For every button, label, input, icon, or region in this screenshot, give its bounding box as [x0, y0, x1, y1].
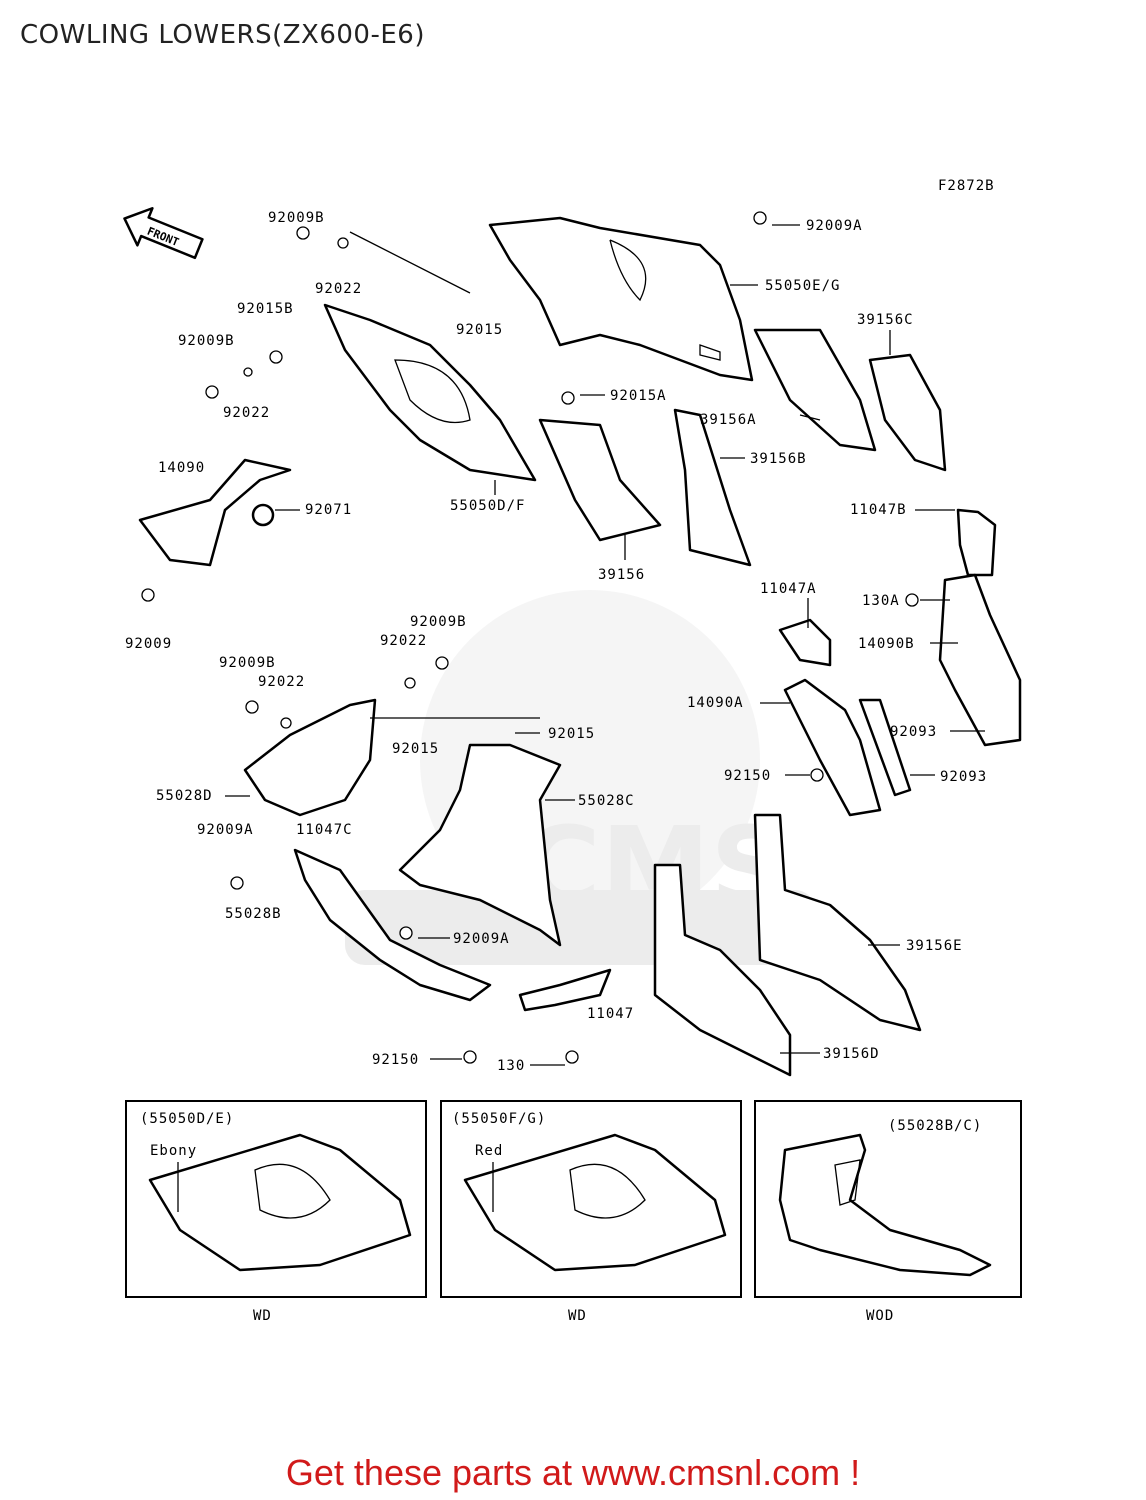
label-92150-2: 92150	[372, 1052, 419, 1068]
label-39156B: 39156B	[750, 451, 807, 467]
label-130A: 130A	[862, 593, 900, 609]
variant-code-3: (55028B/C)	[888, 1118, 982, 1134]
label-11047: 11047	[587, 1006, 634, 1022]
pad-39156e	[753, 813, 922, 1032]
variant-code-1: (55050D/E)	[140, 1111, 234, 1127]
label-55050DF: 55050D/F	[450, 498, 525, 514]
variant-box-2: (55050F/G) Red WD	[440, 1100, 742, 1324]
label-92022-2: 92022	[223, 405, 270, 421]
label-92009A-2: 92009A	[197, 822, 254, 838]
label-55028B: 55028B	[225, 906, 282, 922]
label-92009A-1: 92009A	[806, 218, 863, 234]
label-55028C: 55028C	[578, 793, 635, 809]
label-92009B-1: 92009B	[268, 210, 325, 226]
label-92009B-4: 92009B	[219, 655, 276, 671]
variant-market-2: WD	[568, 1308, 587, 1324]
strip-92093a	[858, 698, 912, 797]
label-130: 130	[497, 1058, 525, 1074]
variant-market-1: WD	[253, 1308, 272, 1324]
label-55028D: 55028D	[156, 788, 213, 804]
label-39156D: 39156D	[823, 1046, 880, 1062]
cowl-duct-55028d	[243, 698, 377, 817]
label-92015-1: 92015	[456, 322, 503, 338]
bracket-11047a	[778, 618, 832, 667]
cta-banner[interactable]: Get these parts at www.cmsnl.com !	[285, 1452, 861, 1493]
bracket-11047b	[956, 508, 997, 577]
bracket-14090	[138, 458, 292, 567]
label-39156A: 39156A	[700, 412, 757, 428]
cowl-inner-panel-55050eg	[488, 216, 754, 382]
label-39156: 39156	[598, 567, 645, 583]
cowl-side-55028c	[398, 743, 562, 947]
label-92015-3: 92015	[392, 741, 439, 757]
label-14090B: 14090B	[858, 636, 915, 652]
label-92022-4: 92022	[258, 674, 305, 690]
label-11047B: 11047B	[850, 502, 907, 518]
label-11047C: 11047C	[296, 822, 353, 838]
label-92022-1: 92022	[315, 281, 362, 297]
label-11047A: 11047A	[760, 581, 817, 597]
label-92071: 92071	[305, 502, 352, 518]
cowl-belly-55028b	[293, 848, 492, 1002]
pad-39156	[538, 418, 662, 542]
label-14090A: 14090A	[687, 695, 744, 711]
label-92009B-3: 92009B	[410, 614, 467, 630]
label-92150-1: 92150	[724, 768, 771, 784]
bracket-14090a	[783, 678, 882, 817]
variant-color-2: Red	[475, 1143, 503, 1159]
bracket-14090b	[938, 573, 1022, 747]
label-39156C: 39156C	[857, 312, 914, 328]
label-39156E: 39156E	[906, 938, 963, 954]
lower-cowl-55050df	[323, 303, 537, 482]
parts-diagram: CMS www.cmsnl.com FRONT F2872B	[123, 178, 1022, 1324]
variant-box-1: (55050D/E) Ebony WD	[125, 1100, 427, 1324]
label-92009B-2: 92009B	[178, 333, 235, 349]
pad-39156a	[753, 328, 877, 452]
pad-39156c	[868, 353, 947, 472]
label-92093-1: 92093	[890, 724, 937, 740]
label-92009A-3: 92009A	[453, 931, 510, 947]
pad-39156b	[673, 408, 752, 567]
variant-box-3: (55028B/C) WOD	[754, 1100, 1022, 1324]
figure-code: F2872B	[938, 178, 995, 194]
bracket-11047	[518, 968, 612, 1012]
label-55050EG: 55050E/G	[765, 278, 840, 294]
grommet-92071	[251, 503, 275, 527]
pad-39156d	[653, 863, 792, 1077]
variant-market-3: WOD	[866, 1308, 894, 1324]
label-92009: 92009	[125, 636, 172, 652]
label-92022-3: 92022	[380, 633, 427, 649]
label-92015A: 92015A	[610, 388, 667, 404]
front-arrow-icon: FRONT	[123, 206, 204, 260]
label-92015-2: 92015	[548, 726, 595, 742]
label-92093-2: 92093	[940, 769, 987, 785]
variant-color-1: Ebony	[150, 1143, 197, 1159]
page-title: COWLING LOWERS(ZX600-E6)	[20, 20, 425, 50]
variant-code-2: (55050F/G)	[452, 1111, 546, 1127]
label-92015B: 92015B	[237, 301, 294, 317]
label-14090: 14090	[158, 460, 205, 476]
